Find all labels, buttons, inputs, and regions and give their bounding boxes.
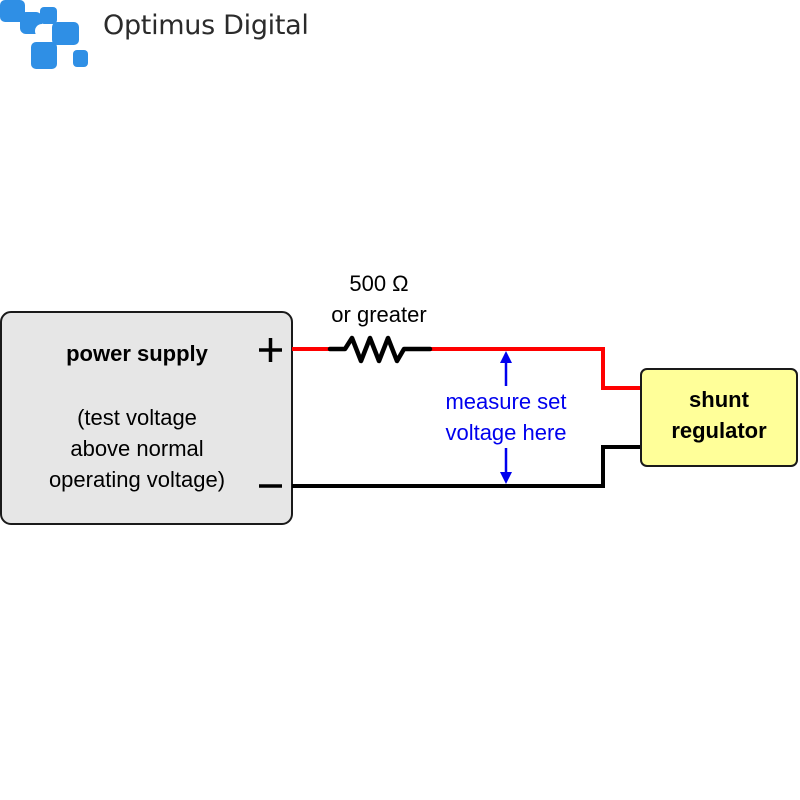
- power-supply-description-line: above normal: [70, 436, 204, 461]
- resistor-label-line: or greater: [331, 302, 427, 327]
- power-supply-title: power supply: [66, 341, 208, 366]
- logo-icon: [0, 0, 88, 69]
- measure-arrow-down-icon: [500, 448, 512, 484]
- logo-square: [0, 0, 25, 22]
- brand-name: Optimus Digital: [103, 10, 309, 41]
- shunt-regulator-label-line: regulator: [671, 418, 767, 443]
- measurement-label-line: measure set: [445, 389, 567, 414]
- negative-wire: [292, 445, 642, 488]
- logo-square: [40, 7, 57, 24]
- logo-square: [31, 42, 57, 69]
- power-supply-box: [0, 311, 293, 525]
- power-supply-description-line: (test voltage: [77, 405, 197, 430]
- resistor-icon: [327, 335, 433, 364]
- positive-wire: [428, 347, 642, 390]
- shunt-regulator-label-line: shunt: [689, 387, 749, 412]
- shunt-regulator-box: [640, 368, 798, 467]
- logo-square: [73, 50, 88, 67]
- plus-terminal-icon: [259, 338, 282, 362]
- shunt-regulator-label: shunt regulator: [641, 384, 797, 446]
- measurement-label: measure set voltage here: [416, 386, 596, 448]
- resistor-label: 500 Ω or greater: [300, 268, 458, 330]
- resistor-label-line: 500 Ω: [349, 271, 409, 296]
- logo-square: [52, 22, 79, 45]
- measure-arrow-up-icon: [500, 351, 512, 386]
- power-supply-description-line: operating voltage): [48, 467, 226, 492]
- power-supply-description: (test voltage above normal operating vol…: [0, 402, 274, 495]
- measurement-label-line: voltage here: [445, 420, 567, 445]
